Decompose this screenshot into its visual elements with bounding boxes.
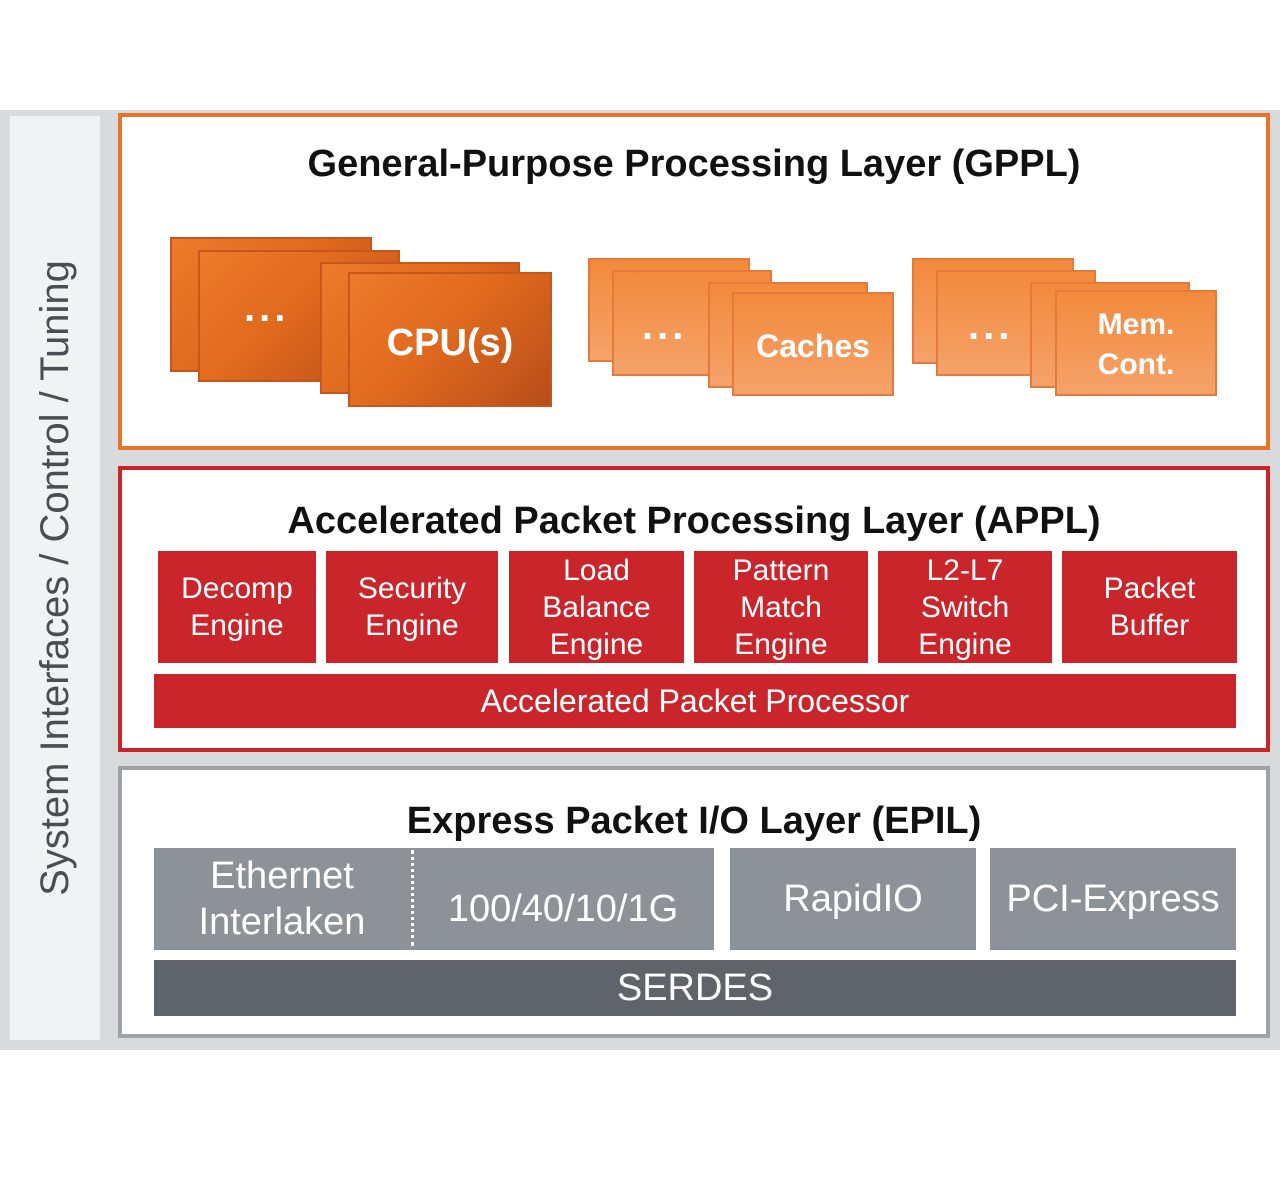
epil-title: Express Packet I/O Layer (EPIL) [406,800,982,842]
gppl-title: General-Purpose Processing Layer (GPPL) [307,143,1081,185]
accelerated-packet-processor: Accelerated Packet Processor [154,674,1236,728]
ethernet-divider [411,850,414,946]
ethernet-label: Ethernet [210,855,354,897]
engine-line: Engine [918,627,1012,661]
engine-line: Load [563,553,630,587]
engine-line: Engine [549,627,644,661]
speeds-label: 100/40/10/1G [447,887,679,930]
cpu-ellipsis: ... [244,286,290,330]
pcie-block: PCI-Express [990,848,1236,950]
engine-line: Decomp [181,572,293,605]
engine-line: Engine [365,609,459,642]
mem-label-line1: Mem. [1097,308,1175,341]
appl-title: Accelerated Packet Processing Layer (APP… [287,500,1101,542]
mem-label-line2: Cont. [1097,348,1175,381]
engine-line: Match [740,590,822,624]
cache-card-front: Caches [732,292,894,396]
cache-ellipsis: ... [642,304,688,348]
engine-line: Engine [734,627,828,661]
rapidio-block: RapidIO [730,848,976,950]
mem-ellipsis: ... [968,304,1014,348]
engine-line: Buffer [1109,609,1190,642]
sidebar-panel [10,116,100,1040]
cpu-card-front: CPU(s) [348,272,552,407]
caches-label: Caches [756,328,870,364]
sidebar-label: System Interfaces / Control / Tuning [33,260,77,896]
engine-line: Engine [190,609,284,642]
engine-line: L2-L7 [926,553,1004,587]
mem-card-front: Mem. Cont. [1055,290,1217,396]
cpu-label: CPU(s) [386,322,514,364]
serdes-block: SERDES [154,960,1236,1016]
engine-line: Security [357,572,467,605]
engine-line: Balance [542,590,651,624]
ethernet-block [154,848,714,950]
interlaken-label: Interlaken [198,901,366,943]
engine-line: Pattern [732,553,830,587]
engine-line: Packet [1103,572,1196,605]
engine-line: Switch [920,590,1010,624]
